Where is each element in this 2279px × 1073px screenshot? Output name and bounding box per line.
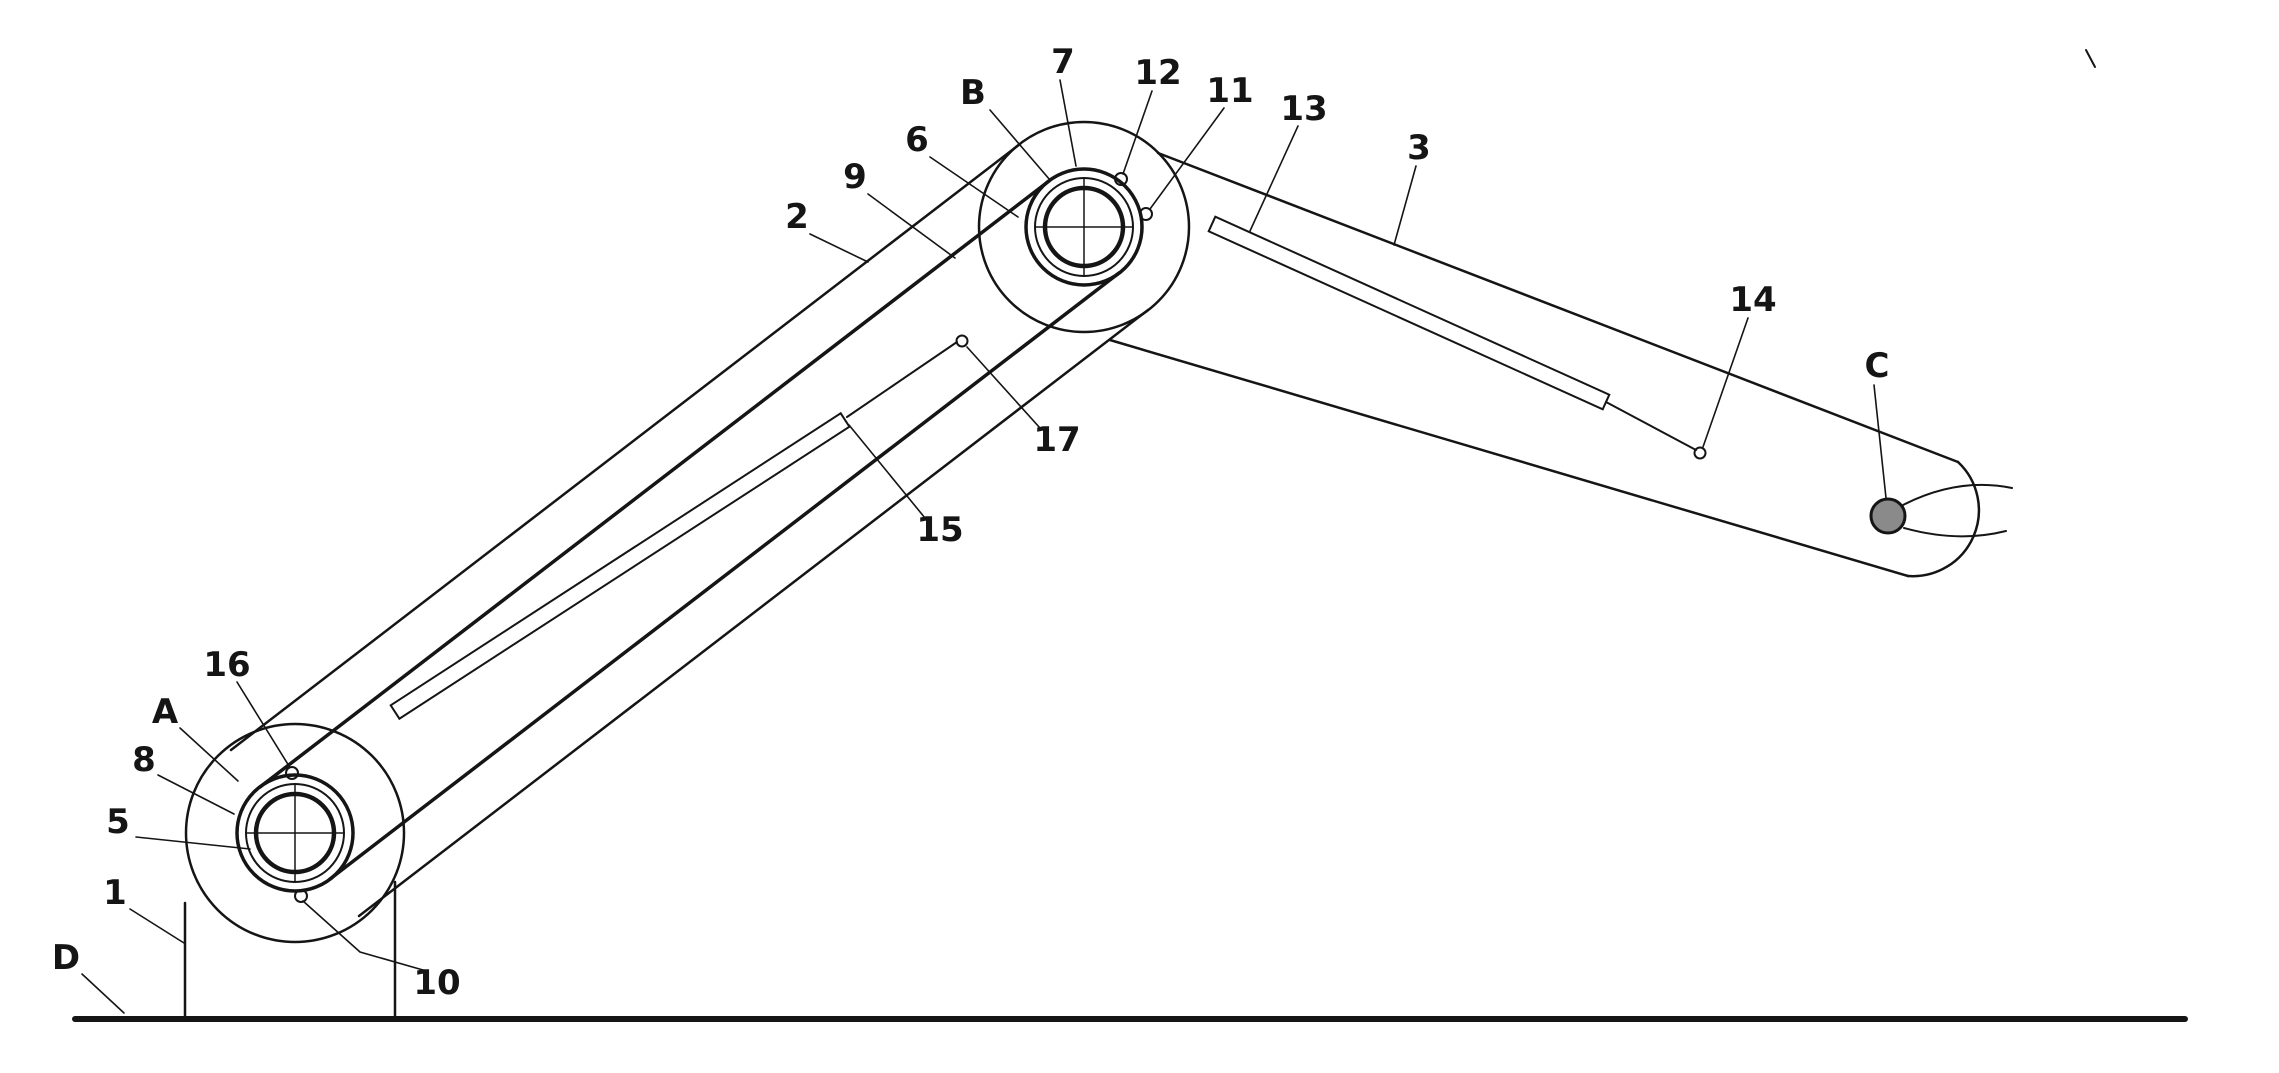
boom-edge-lower <box>357 308 1150 918</box>
leader-line-3 <box>1393 165 1417 246</box>
leader-line-d <box>81 973 125 1014</box>
leader-line-17 <box>966 346 1041 429</box>
leader-line-8 <box>157 774 235 815</box>
leader-line-5 <box>135 836 251 850</box>
pivot-point-14 <box>1693 446 1707 460</box>
leader-line-12 <box>1122 90 1153 175</box>
label-5: 5 <box>106 802 130 842</box>
upper-joint-housing <box>977 120 1191 334</box>
leader-line-1 <box>129 908 185 944</box>
leader-line-6 <box>929 156 1019 218</box>
lower-joint-inner-ring <box>245 783 345 883</box>
end-effector-cable-upper <box>1902 483 2013 506</box>
upper-joint-bolt-right <box>1139 207 1153 221</box>
label-a: A <box>151 692 179 732</box>
label-12: 12 <box>1134 53 1182 93</box>
stray-tick-mark <box>2085 49 2096 68</box>
label-1: 1 <box>103 873 127 913</box>
end-effector-cable-lower <box>1903 527 2007 538</box>
leader-line-11 <box>1149 107 1225 210</box>
label-10: 10 <box>413 963 461 1003</box>
label-d: D <box>51 938 81 978</box>
label-3: 3 <box>1407 128 1431 168</box>
lower-joint-bolt-bottom <box>294 889 308 903</box>
label-14: 14 <box>1729 280 1777 320</box>
actuator-15-body <box>389 411 851 721</box>
forearm-tip-arc <box>1906 460 1981 578</box>
leader-line-7 <box>1059 79 1077 167</box>
actuator-13-body <box>1207 215 1611 411</box>
label-17: 17 <box>1033 420 1081 460</box>
belt-upper-run <box>258 179 1051 789</box>
upper-joint-bolt-top <box>1114 172 1128 186</box>
label-13: 13 <box>1280 89 1328 129</box>
label-c: C <box>1864 346 1890 386</box>
leader-line-14 <box>1702 317 1749 448</box>
lower-joint-housing <box>184 722 406 944</box>
forearm-edge-top <box>1156 151 1960 464</box>
label-11: 11 <box>1206 71 1254 111</box>
lower-joint-pulley-ring <box>235 773 355 893</box>
label-8: 8 <box>132 740 156 780</box>
leader-line-15 <box>848 424 926 519</box>
label-6: 6 <box>905 120 929 160</box>
label-15: 15 <box>916 510 964 550</box>
boom-edge-upper <box>229 142 1022 752</box>
leader-line-b <box>989 109 1051 181</box>
leader-line-13 <box>1249 125 1299 232</box>
pivot-point-17 <box>955 334 969 348</box>
label-9: 9 <box>843 157 867 197</box>
label-7: 7 <box>1051 42 1075 82</box>
lower-joint-bolt-top <box>285 766 299 780</box>
label-2: 2 <box>785 197 809 237</box>
actuator-13-rod <box>1605 401 1697 451</box>
label-16: 16 <box>203 645 251 685</box>
belt-lower-run <box>328 271 1121 881</box>
forearm-edge-bottom <box>1108 338 1910 578</box>
upper-joint-inner-ring <box>1034 177 1134 277</box>
leader-line-c <box>1873 384 1887 499</box>
upper-joint-pulley-ring <box>1024 167 1144 287</box>
end-effector-pivot <box>1869 497 1907 535</box>
actuator-15-rod <box>846 341 958 418</box>
leader-line-2 <box>809 233 869 263</box>
leader-line-a <box>179 727 239 782</box>
leader-line-9 <box>867 193 956 259</box>
leader-line-16 <box>236 681 290 767</box>
label-b: B <box>960 73 986 113</box>
leader-line-10 <box>302 900 424 971</box>
